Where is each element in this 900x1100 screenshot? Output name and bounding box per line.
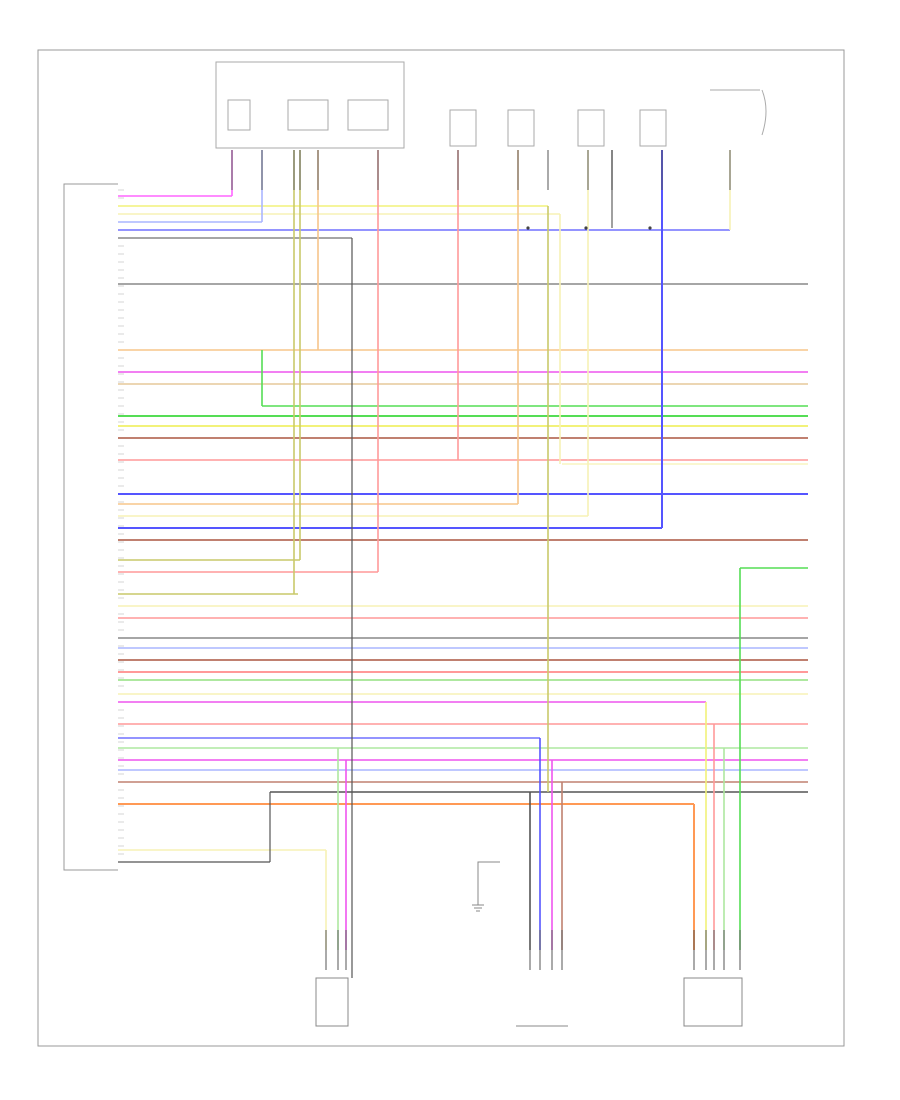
ground-point <box>472 861 500 912</box>
sensor-bottom-left <box>315 977 349 1027</box>
splice-dot <box>648 226 652 230</box>
diagram-border <box>37 49 845 1047</box>
injector-3-body <box>577 109 605 147</box>
sensor-bottom-right <box>683 977 743 1027</box>
ignition-coil-connector-group <box>215 61 405 149</box>
injector-2-body <box>507 109 535 147</box>
sensor-bottom-left-body <box>315 977 349 1027</box>
ecm-pin-labels <box>118 189 124 863</box>
ignition-coil-housing <box>215 61 405 149</box>
coil-3-body <box>347 99 389 131</box>
splice-dot <box>526 226 530 230</box>
ecm-caption <box>60 876 110 904</box>
coil-1-body <box>227 99 251 131</box>
engine-control-module <box>60 183 124 904</box>
coil-2-body <box>287 99 329 131</box>
splice-points <box>526 226 652 230</box>
injector-1-body <box>449 109 477 147</box>
splice-dot <box>584 226 588 230</box>
vertical-wires <box>231 150 741 978</box>
fuel-injector-group <box>449 109 667 147</box>
sensor-connector-top-right <box>710 89 767 136</box>
sensor-top-right-brace <box>761 89 767 136</box>
ground-wire <box>477 861 500 905</box>
injector-4-body <box>639 109 667 147</box>
horizontal-wires <box>118 195 808 863</box>
sensor-bottom-right-body <box>683 977 743 1027</box>
ecm-outline <box>63 183 118 871</box>
